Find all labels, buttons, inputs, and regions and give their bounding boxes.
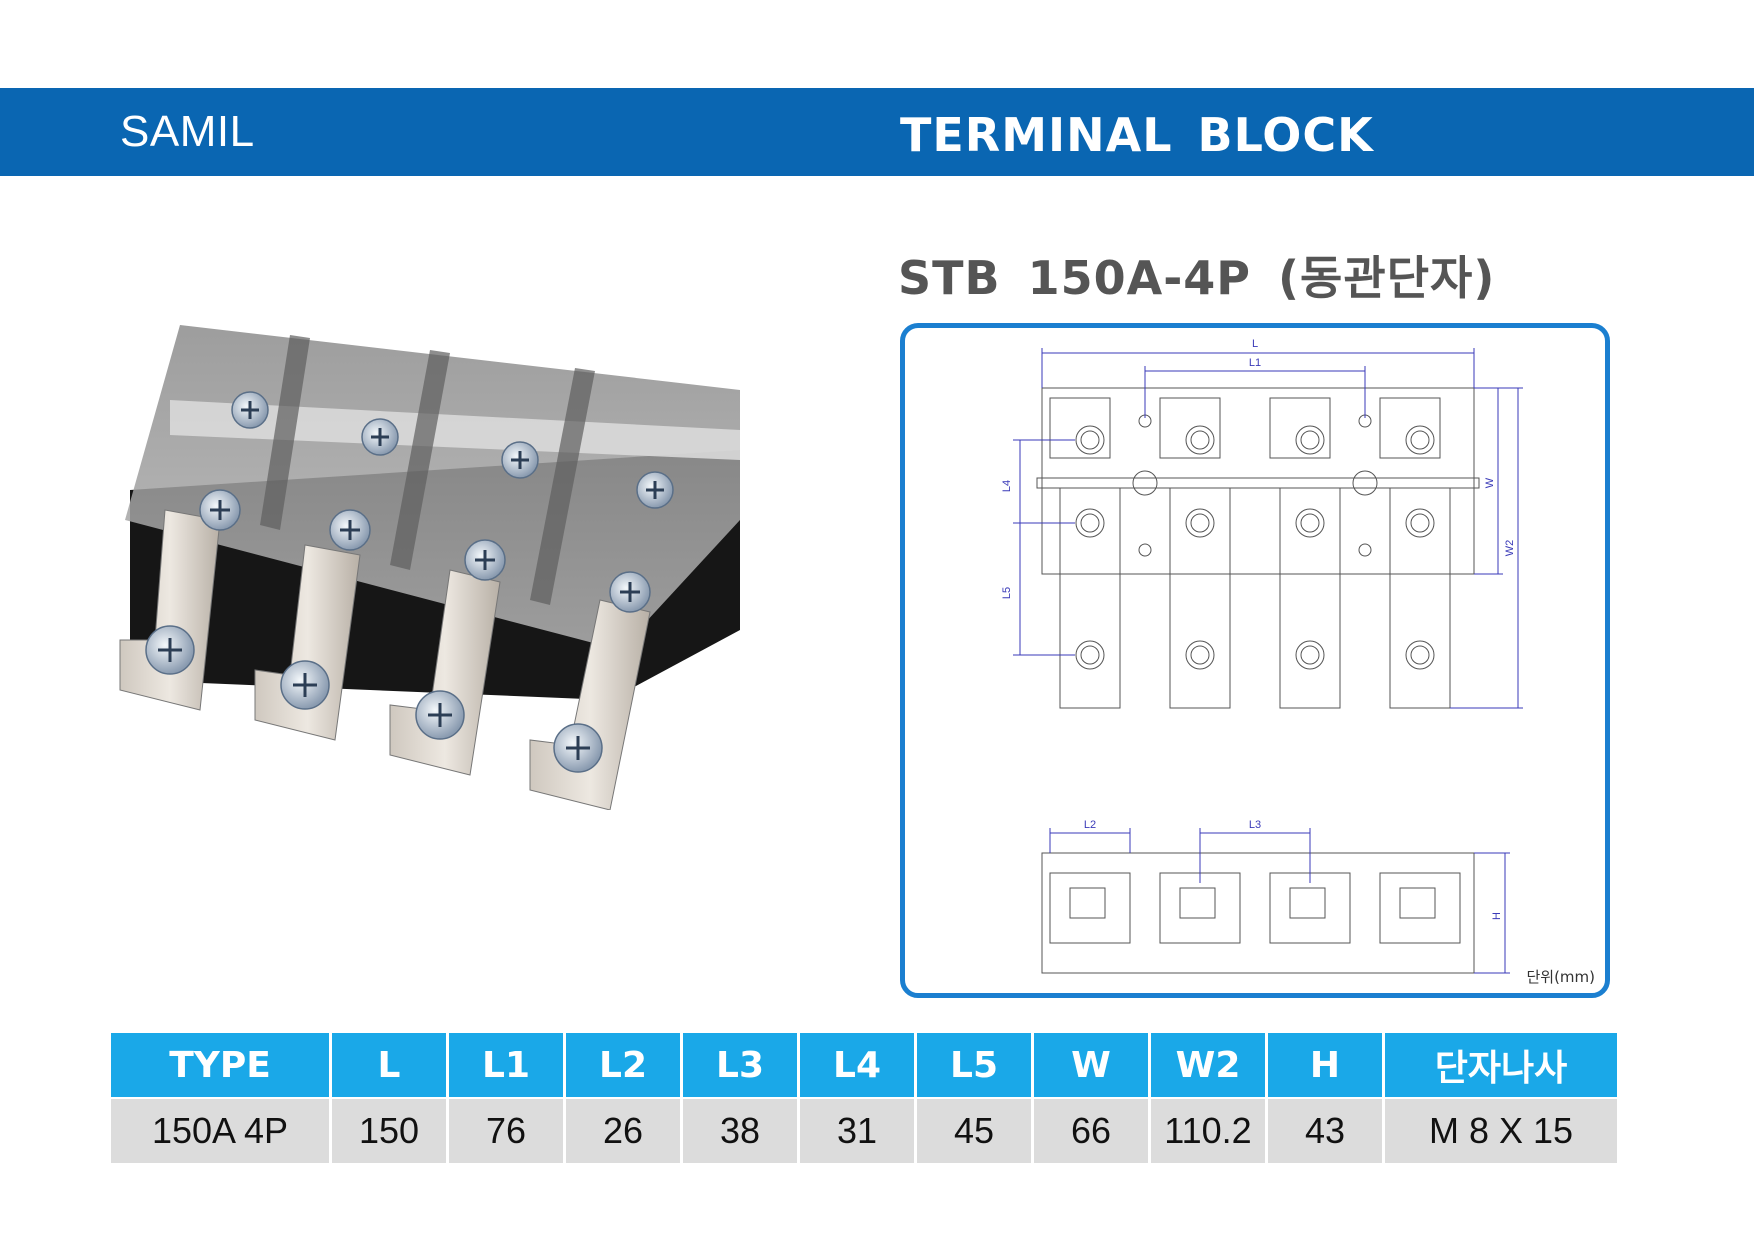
header-w2: W2 [1151,1033,1265,1099]
spec-table-header-row: TYPE L L1 L2 L3 L4 L5 W W2 H 단자나사 [111,1033,1617,1099]
header-l: L [332,1033,446,1099]
dim-label-l3: L3 [1249,819,1261,831]
cell-h: 43 [1268,1099,1382,1163]
model-title: STB 150A-4P (동관단자) [898,251,1496,305]
cell-w: 66 [1034,1099,1148,1163]
cell-type: 150A 4P [111,1099,329,1163]
technical-drawing: L L1 L4 L5 W W2 L2 L3 H 단위(mm) [900,323,1610,998]
cell-l: 150 [332,1099,446,1163]
header-l4: L4 [800,1033,914,1099]
dim-label-w: W [1484,477,1496,488]
dim-label-l1: L1 [1249,357,1261,369]
dim-label-l2: L2 [1084,819,1096,831]
header-l2: L2 [566,1033,680,1099]
cell-l2: 26 [566,1099,680,1163]
header-l5: L5 [917,1033,1031,1099]
cell-l3: 38 [683,1099,797,1163]
dim-label-l5: L5 [1001,587,1013,599]
dim-label-h: H [1491,912,1503,920]
cell-l4: 31 [800,1099,914,1163]
dimension-drawing: L L1 L4 L5 W W2 L2 L3 H [1001,338,1523,974]
banner-title: TERMINAL BLOCK [900,108,1374,162]
header-l1: L1 [449,1033,563,1099]
header-banner [0,88,1754,176]
header-terminal-screw: 단자나사 [1385,1033,1617,1099]
spec-table: TYPE L L1 L2 L3 L4 L5 W W2 H 단자나사 150A 4… [108,1033,1620,1163]
cell-l1: 76 [449,1099,563,1163]
dim-label-l4: L4 [1001,480,1013,492]
spec-table-row: 150A 4P 150 76 26 38 31 45 66 110.2 43 M… [111,1099,1617,1163]
dim-label-l: L [1252,338,1258,350]
product-photo [119,325,740,810]
unit-label: 단위(mm) [1526,968,1595,986]
header-type: TYPE [111,1033,329,1099]
brand-name: SAMIL [120,107,255,156]
dim-label-w2: W2 [1504,540,1516,557]
header-l3: L3 [683,1033,797,1099]
cell-w2: 110.2 [1151,1099,1265,1163]
cell-terminal-screw: M 8 X 15 [1385,1099,1617,1163]
header-w: W [1034,1033,1148,1099]
cell-l5: 45 [917,1099,1031,1163]
header-h: H [1268,1033,1382,1099]
